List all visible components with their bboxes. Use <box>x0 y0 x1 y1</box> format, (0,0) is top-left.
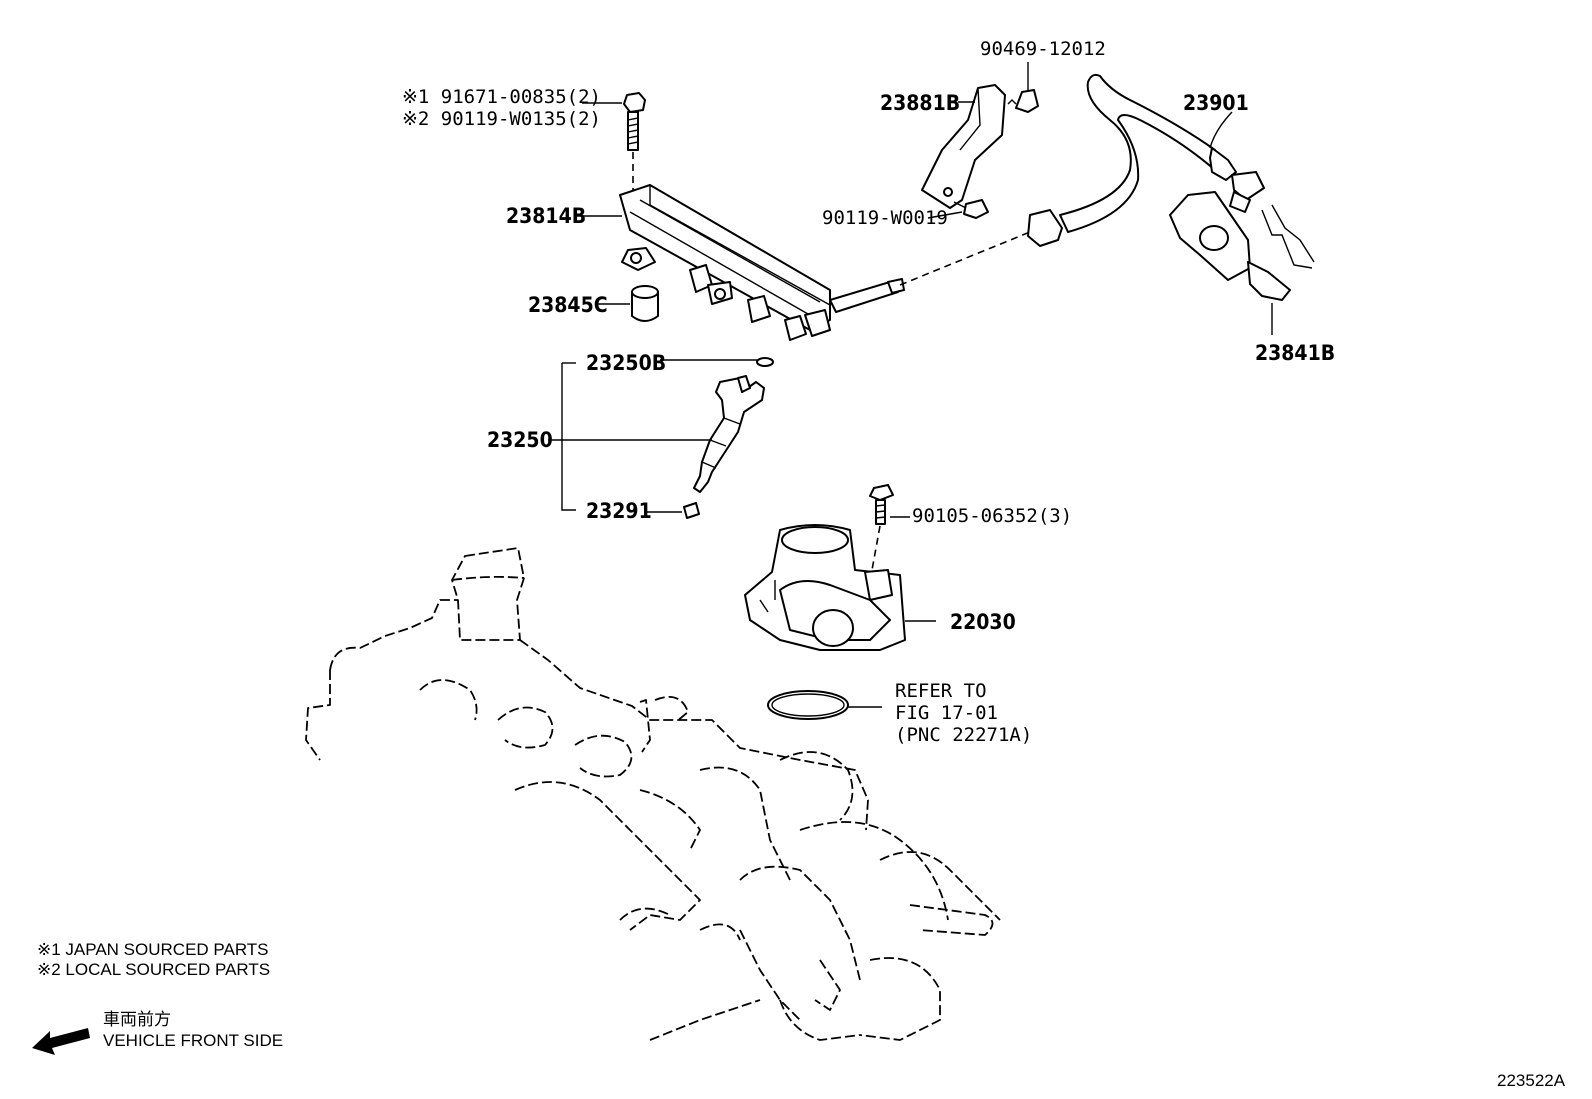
label-bolt-japan: ※1 91671-00835(2) <box>402 86 601 108</box>
o-ring-23250b <box>756 357 774 367</box>
part-labels: ※1 91671-00835(2) ※2 90119-W0135(2) 9046… <box>402 38 1335 746</box>
clip-90469 <box>1007 62 1039 113</box>
label-bracket: 23881B <box>880 91 960 115</box>
fuel-rail-23814b <box>619 184 1031 341</box>
label-spacer: 23845C <box>528 293 608 317</box>
bracket-screw <box>953 199 989 219</box>
legend-note-japan: ※1 JAPAN SOURCED PARTS <box>37 940 269 959</box>
rail-bolt <box>623 92 646 190</box>
left-arrow-icon <box>32 1028 90 1055</box>
label-hose: 23901 <box>1183 91 1249 115</box>
legend-front-jp: 車両前方 <box>103 1010 171 1029</box>
label-bolt-local: ※2 90119-W0135(2) <box>402 108 601 130</box>
fuel-sensor-23841b <box>1169 191 1315 335</box>
label-throttle-body: 22030 <box>950 610 1016 634</box>
label-screw: 90119-W0019 <box>822 207 948 229</box>
label-throttle-bolt: 90105-06352(3) <box>912 505 1072 527</box>
leader-lines <box>548 101 1233 622</box>
injector-23250 <box>693 375 765 493</box>
spacer-23845c <box>631 285 659 322</box>
label-rail: 23814B <box>506 204 586 228</box>
label-refer-fig: FIG 17-01 <box>895 702 998 724</box>
label-refer-pnc: (PNC 22271A) <box>895 724 1032 746</box>
label-refer-to: REFER TO <box>895 680 987 702</box>
fuel-hose-23901 <box>1027 73 1265 247</box>
intake-manifold-outline <box>305 547 1001 1041</box>
figure-id: 223522A <box>1497 1071 1566 1090</box>
gasket-ring <box>767 690 882 720</box>
label-o-ring: 23250B <box>586 351 666 375</box>
label-sensor: 23841B <box>1255 341 1335 365</box>
label-seal: 23291 <box>586 499 652 523</box>
seal-23291 <box>683 502 700 519</box>
legend-note-local: ※2 LOCAL SOURCED PARTS <box>37 960 270 979</box>
throttle-bolt <box>869 484 894 571</box>
bracket-23881b <box>921 84 1006 209</box>
legend-front-en: VEHICLE FRONT SIDE <box>103 1031 283 1050</box>
label-clip: 90469-12012 <box>980 38 1106 60</box>
legend: ※1 JAPAN SOURCED PARTS ※2 LOCAL SOURCED … <box>32 940 283 1055</box>
throttle-body-22030 <box>744 524 906 651</box>
label-injector: 23250 <box>487 428 553 452</box>
